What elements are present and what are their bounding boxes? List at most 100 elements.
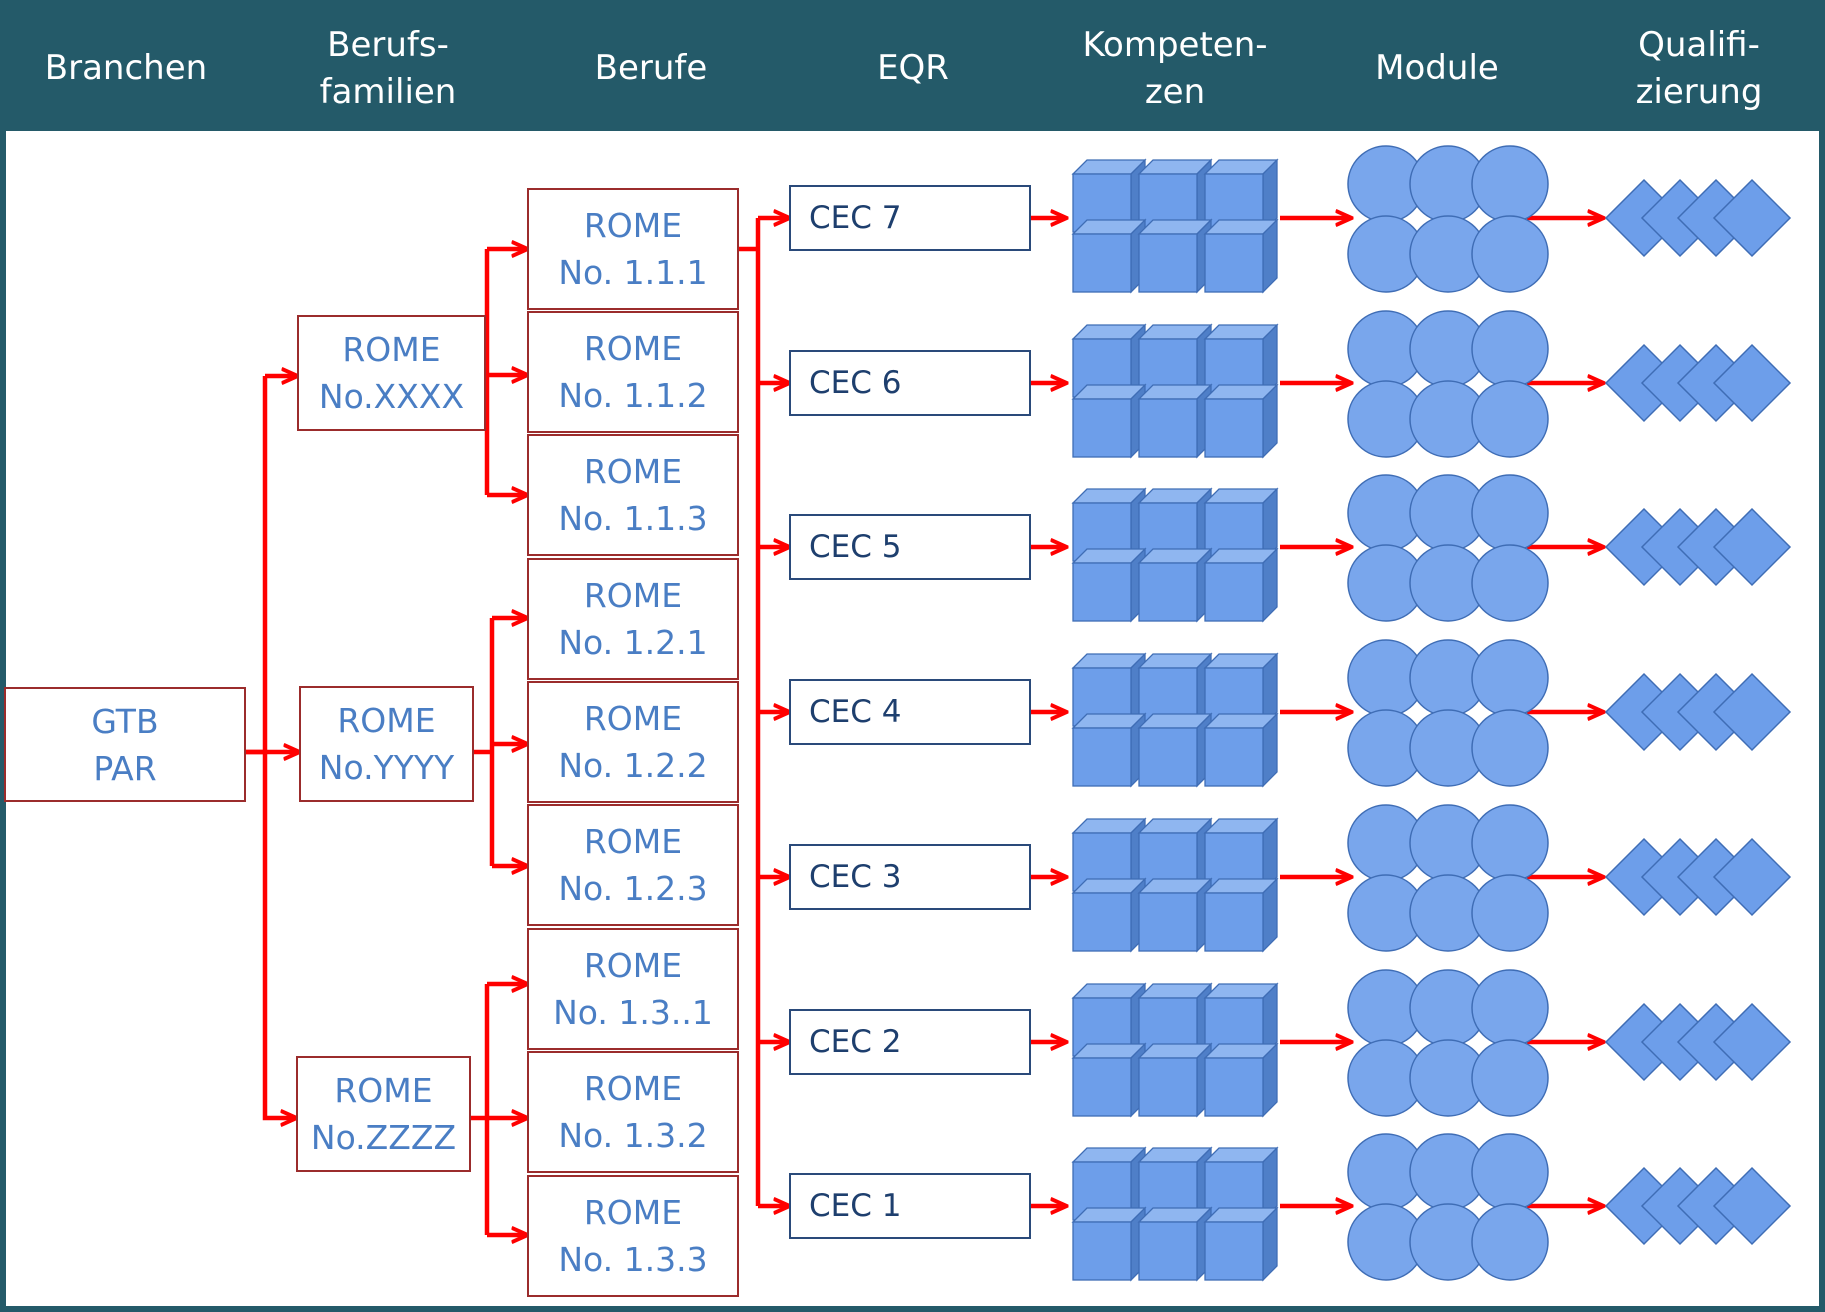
competence-cube xyxy=(1071,383,1147,459)
competence-cube xyxy=(1071,218,1147,294)
cec-box-6: CEC 6 xyxy=(789,350,1031,416)
cec-box-4: CEC 4 xyxy=(789,679,1031,745)
header-kompetenzen: Kompeten- zen xyxy=(1055,10,1295,127)
occupation-label: ROME No. 1.3..1 xyxy=(553,946,713,1032)
header-berufe-label: Berufe xyxy=(594,48,708,88)
competence-cube xyxy=(1071,1042,1147,1118)
header-module-label: Module xyxy=(1375,48,1499,88)
module-circle xyxy=(1471,874,1549,952)
cec-label: CEC 6 xyxy=(809,364,902,401)
occupation-box-1-2-3: ROME No. 1.2.3 xyxy=(527,804,739,926)
occupation-label: ROME No. 1.3.2 xyxy=(558,1069,708,1155)
module-circle xyxy=(1471,1203,1549,1281)
occupation-label: ROME No. 1.1.3 xyxy=(558,452,708,538)
competence-cube xyxy=(1137,547,1213,623)
header-kompetenzen-label: Kompeten- zen xyxy=(1082,24,1268,112)
cec-box-2: CEC 2 xyxy=(789,1009,1031,1075)
arrow-root-family-3 xyxy=(262,752,295,1118)
cec-label: CEC 1 xyxy=(809,1187,902,1224)
competence-cube xyxy=(1203,218,1279,294)
module-circle xyxy=(1471,474,1549,552)
branch-label: GTB PAR xyxy=(91,701,159,788)
occupation-label: ROME No. 1.2.2 xyxy=(558,699,708,785)
header-eqr-label: EQR xyxy=(877,48,949,88)
module-circle xyxy=(1471,380,1549,458)
cec-label: CEC 7 xyxy=(809,199,902,236)
module-circle xyxy=(1471,145,1549,223)
family-label-zzzz: ROME No.ZZZZ xyxy=(310,1071,457,1157)
header-qualifizierung: Qualifi- zierung xyxy=(1579,10,1819,127)
cec-box-5: CEC 5 xyxy=(789,514,1031,580)
module-circle xyxy=(1471,709,1549,787)
occupation-label: ROME No. 1.2.1 xyxy=(558,576,708,662)
occupation-label: ROME No. 1.1.1 xyxy=(558,206,708,292)
occupation-box-1-1-1: ROME No. 1.1.1 xyxy=(527,188,739,310)
competence-cube xyxy=(1071,1206,1147,1282)
occupation-label: ROME No. 1.3.3 xyxy=(558,1193,708,1279)
competence-cube xyxy=(1203,877,1279,953)
qualification-diamond xyxy=(1712,507,1792,587)
competence-cube xyxy=(1137,1042,1213,1118)
cec-label: CEC 2 xyxy=(809,1023,902,1060)
module-circle xyxy=(1471,544,1549,622)
cec-box-1: CEC 1 xyxy=(789,1173,1031,1239)
occupation-box-1-3-2: ROME No. 1.3.2 xyxy=(527,1051,739,1173)
family-label-xxxx: ROME No.XXXX xyxy=(318,330,465,416)
qualification-diamond xyxy=(1712,343,1792,423)
cec-label: CEC 3 xyxy=(809,858,902,895)
occupation-box-1-2-1: ROME No. 1.2.1 xyxy=(527,558,739,680)
header-branchen-label: Branchen xyxy=(44,48,208,88)
cec-box-3: CEC 3 xyxy=(789,844,1031,910)
occupation-box-1-1-3: ROME No. 1.1.3 xyxy=(527,434,739,556)
competence-cube xyxy=(1203,547,1279,623)
qualification-diamond xyxy=(1712,837,1792,917)
competence-cube xyxy=(1137,712,1213,788)
header-eqr: EQR xyxy=(793,10,1033,127)
occupation-box-1-1-2: ROME No. 1.1.2 xyxy=(527,311,739,433)
cec-label: CEC 5 xyxy=(809,528,902,565)
header-berufsfamilien: Berufs- familien xyxy=(268,10,508,127)
qualification-diamond xyxy=(1712,1002,1792,1082)
module-circle xyxy=(1471,639,1549,717)
competence-cube xyxy=(1137,1206,1213,1282)
branch-box-gtb-par: GTB PAR xyxy=(4,687,246,802)
module-circle xyxy=(1471,310,1549,388)
header-berufsfamilien-label: Berufs- familien xyxy=(319,24,457,112)
competence-cube xyxy=(1137,383,1213,459)
competence-cube xyxy=(1071,712,1147,788)
competence-cube xyxy=(1203,712,1279,788)
occupation-label: ROME No. 1.1.2 xyxy=(558,329,708,415)
module-circle xyxy=(1471,969,1549,1047)
module-circle xyxy=(1471,215,1549,293)
occupation-box-1-2-2: ROME No. 1.2.2 xyxy=(527,681,739,803)
competence-cube xyxy=(1203,1206,1279,1282)
family-box-xxxx: ROME No.XXXX xyxy=(297,315,486,431)
qualification-diamond xyxy=(1712,178,1792,258)
qualification-diamond xyxy=(1712,672,1792,752)
qualification-diamond xyxy=(1712,1166,1792,1246)
family-box-yyyy: ROME No.YYYY xyxy=(299,686,474,802)
competence-cube xyxy=(1203,817,1279,893)
occupation-label: ROME No. 1.2.3 xyxy=(558,822,708,908)
competence-cube xyxy=(1203,383,1279,459)
cec-box-7: CEC 7 xyxy=(789,185,1031,251)
occupation-box-1-3-3: ROME No. 1.3.3 xyxy=(527,1175,739,1297)
occupation-box-1-3-1: ROME No. 1.3..1 xyxy=(527,928,739,1050)
family-label-yyyy: ROME No.YYYY xyxy=(318,701,455,787)
cec-label: CEC 4 xyxy=(809,693,902,730)
header-branchen: Branchen xyxy=(6,10,246,127)
family-box-zzzz: ROME No.ZZZZ xyxy=(296,1056,471,1172)
competence-cube xyxy=(1137,218,1213,294)
competence-cube xyxy=(1071,547,1147,623)
header-module: Module xyxy=(1317,10,1557,127)
competence-cube xyxy=(1137,877,1213,953)
header-berufe: Berufe xyxy=(531,10,771,127)
module-circle xyxy=(1471,1133,1549,1211)
module-circle xyxy=(1471,804,1549,882)
competence-cube xyxy=(1071,877,1147,953)
module-circle xyxy=(1471,1039,1549,1117)
header-qualifizierung-label: Qualifi- zierung xyxy=(1635,24,1763,112)
